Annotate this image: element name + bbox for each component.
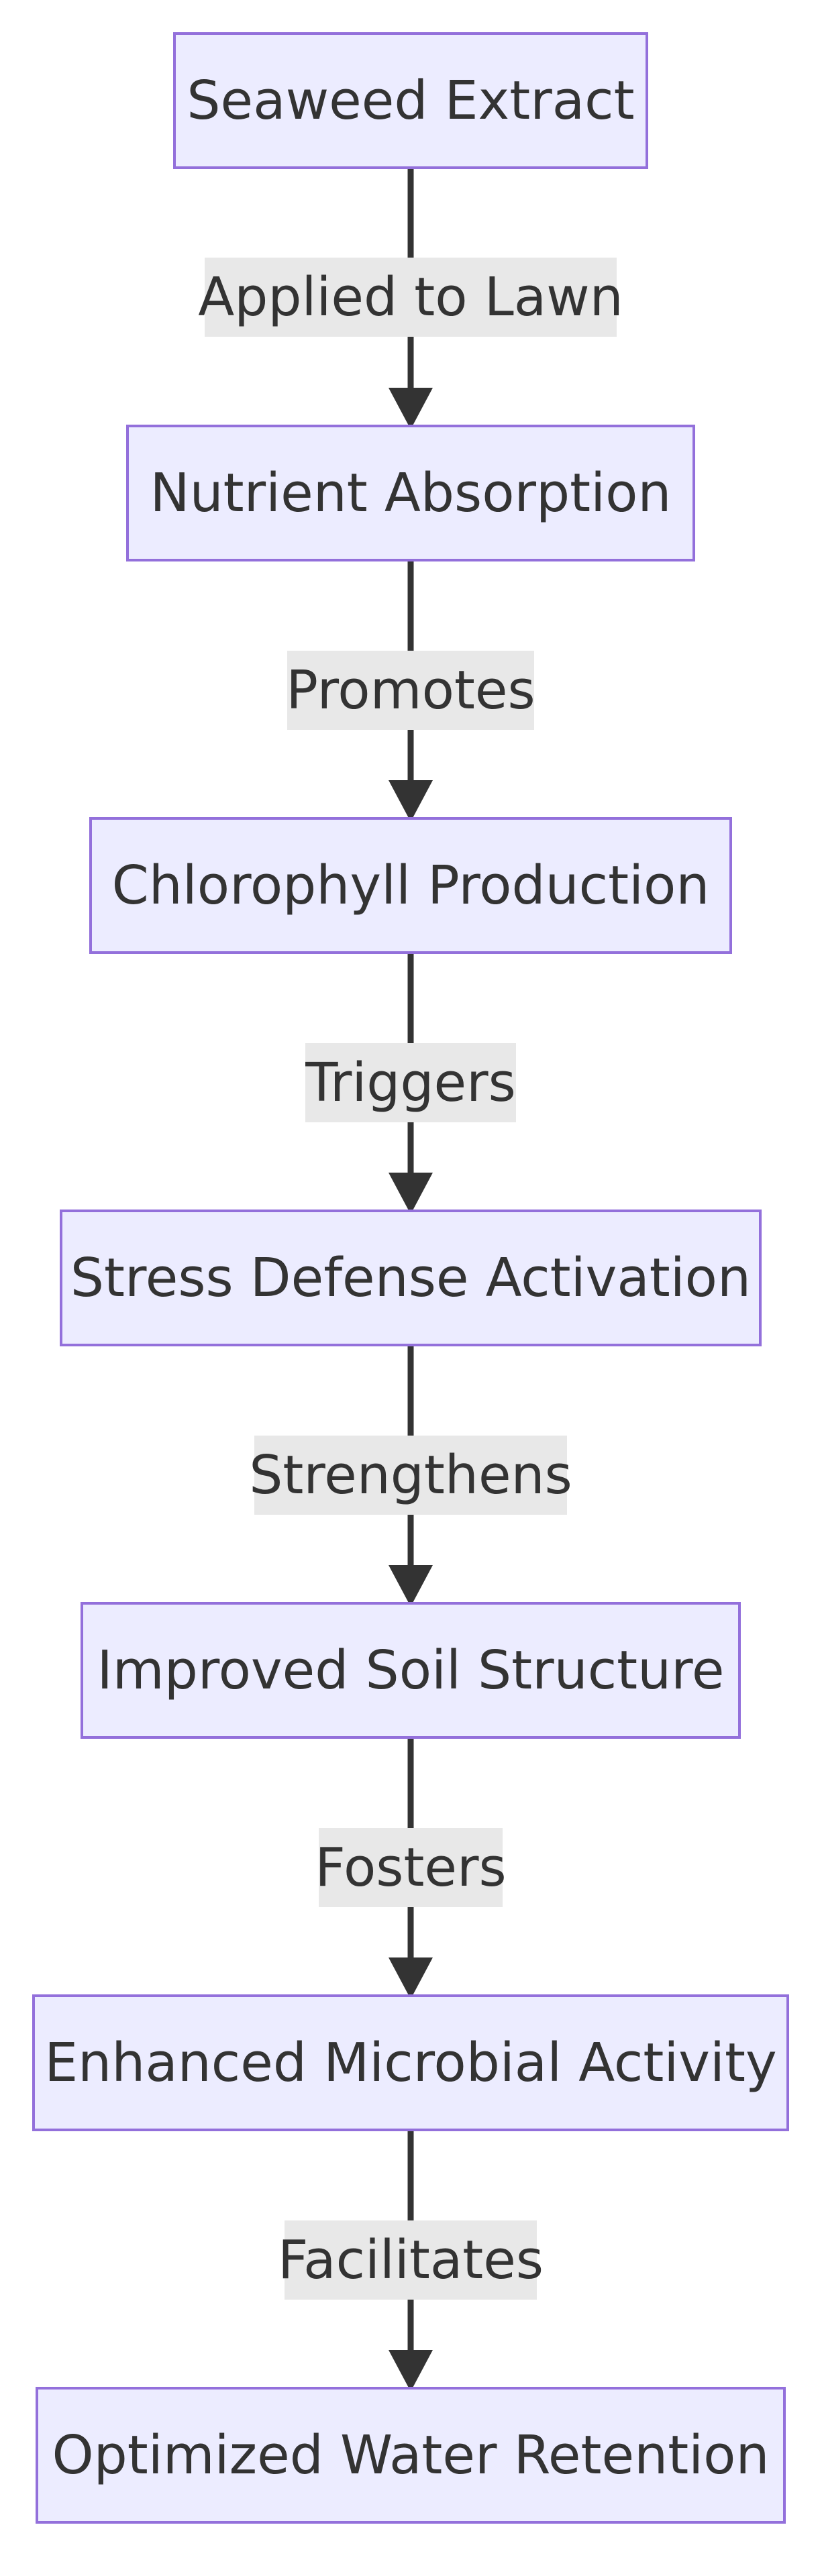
node-label: Chlorophyll Production: [112, 855, 710, 916]
node-enhanced-microbial-activity: Enhanced Microbial Activity: [32, 1994, 789, 2131]
arrowhead-icon: [389, 2350, 433, 2392]
node-label: Enhanced Microbial Activity: [44, 2032, 776, 2094]
node-box: [81, 1602, 741, 1739]
node-seaweed-extract: Seaweed Extract: [173, 32, 648, 169]
node-label: Nutrient Absorption: [150, 462, 672, 524]
edge-nutrient-to-chlorophyll: Promotes: [286, 560, 535, 822]
node-box: [173, 32, 648, 169]
arrowhead-icon: [389, 388, 433, 429]
node-stress-defense-activation: Stress Defense Activation: [60, 1210, 762, 1346]
edge-label-background: [287, 651, 534, 730]
edge-label: Promotes: [286, 659, 535, 721]
arrowhead-icon: [389, 780, 433, 822]
edge-soil-to-microbial: Fosters: [315, 1737, 507, 1999]
edge-chlorophyll-to-stress: Triggers: [305, 953, 516, 1214]
edge-seaweed-to-nutrient: Applied to Lawn: [198, 168, 623, 429]
node-box: [32, 1994, 789, 2131]
edge-label: Strengthens: [249, 1444, 572, 1506]
edge-label-background: [319, 1828, 503, 1907]
node-label: Seaweed Extract: [187, 70, 634, 131]
arrowhead-icon: [389, 1565, 433, 1607]
edge-label-background: [205, 258, 617, 337]
node-box: [126, 425, 695, 561]
node-box: [89, 817, 732, 954]
edge-label-background: [285, 2220, 537, 2300]
edge-label-background: [254, 1436, 567, 1515]
node-box: [60, 1210, 762, 1346]
edge-label: Fosters: [315, 1837, 506, 1898]
node-chlorophyll-production: Chlorophyll Production: [89, 817, 732, 954]
edge-label-background: [305, 1043, 516, 1122]
edge-label: Facilitates: [278, 2229, 544, 2291]
node-improved-soil-structure: Improved Soil Structure: [81, 1602, 741, 1739]
node-label: Optimized Water Retention: [52, 2424, 769, 2486]
arrowhead-icon: [389, 1957, 433, 1999]
arrowhead-icon: [389, 1173, 433, 1214]
node-optimized-water-retention: Optimized Water Retention: [36, 2387, 786, 2524]
node-label: Improved Soil Structure: [97, 1640, 724, 1701]
node-label: Stress Defense Activation: [70, 1247, 751, 1309]
edge-label: Applied to Lawn: [198, 266, 623, 328]
node-nutrient-absorption: Nutrient Absorption: [126, 425, 695, 561]
edge-microbial-to-water: Facilitates: [278, 2130, 544, 2392]
node-box: [36, 2387, 786, 2524]
edge-stress-to-soil: Strengthens: [249, 1345, 572, 1607]
edge-label: Triggers: [305, 1052, 516, 1114]
